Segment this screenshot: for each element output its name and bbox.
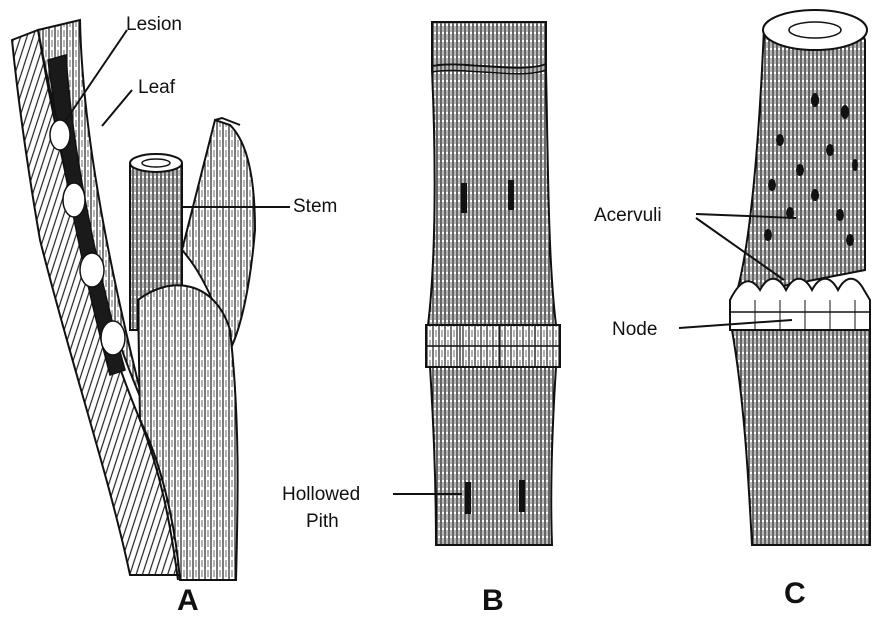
panel-c-drawing bbox=[730, 10, 870, 545]
stem-label: Stem bbox=[293, 196, 337, 218]
acervuli-label: Acervuli bbox=[594, 205, 662, 227]
lesion-spot bbox=[63, 183, 85, 217]
panel-letter-b: B bbox=[482, 584, 504, 618]
leaf-leader bbox=[102, 90, 132, 126]
lesion-spot bbox=[101, 321, 125, 355]
lesion-spot bbox=[80, 253, 104, 287]
pith-mark bbox=[461, 183, 467, 213]
panel-letter-a: A bbox=[177, 584, 199, 618]
hollowed-pith-label-line1: Hollowed bbox=[282, 484, 360, 506]
panel-b-drawing bbox=[426, 22, 560, 545]
lesion-spot bbox=[50, 120, 70, 150]
lesion-label: Lesion bbox=[126, 14, 182, 36]
pith-mark bbox=[465, 482, 471, 514]
pith-mark bbox=[519, 480, 525, 512]
internode-lower bbox=[430, 367, 556, 545]
leaf-label: Leaf bbox=[138, 77, 175, 99]
stem-upper-c bbox=[736, 19, 865, 295]
hollowed-pith-label-line2: Pith bbox=[306, 511, 339, 533]
node-label: Node bbox=[612, 319, 657, 341]
panel-letter-c: C bbox=[784, 577, 806, 611]
panel-a-drawing bbox=[12, 20, 255, 580]
stem-lower-c bbox=[732, 330, 870, 545]
pith-mark bbox=[508, 180, 514, 210]
